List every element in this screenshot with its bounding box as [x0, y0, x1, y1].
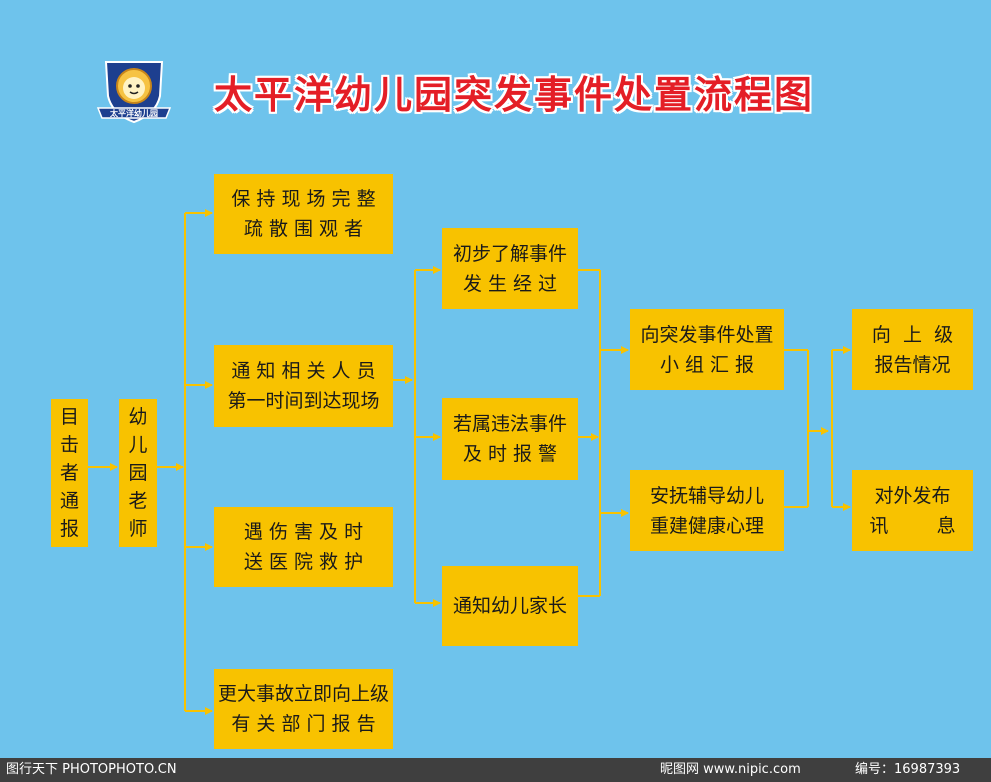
node-report-superior: 向 上 级 报告情况	[852, 309, 973, 390]
node-text: 重建健康心理	[649, 514, 764, 537]
node-report-group: 向突发事件处置 小 组 汇 报	[630, 309, 784, 390]
watermark-site: 昵图网 www.nipic.com	[660, 762, 801, 777]
node-text: 第一时间到达现场	[227, 390, 380, 412]
node-text: 有 关 部 门 报 告	[231, 713, 376, 735]
node-report-up: 更大事故立即向上级 有 关 部 门 报 告	[214, 669, 393, 749]
node-teacher-char: 儿	[128, 434, 148, 456]
node-notify-staff: 通 知 相 关 人 员 第一时间到达现场	[214, 345, 393, 427]
node-text: 及 时 报 警	[462, 443, 558, 465]
node-text: 对外发布	[874, 484, 951, 507]
lion-shield-logo: 太平洋幼儿园	[96, 61, 172, 124]
node-protect-scene: 保 持 现 场 完 整 疏 散 围 观 者	[214, 174, 393, 254]
node-teacher-char: 幼	[128, 406, 148, 428]
node-text: 送 医 院 救 护	[243, 551, 364, 573]
node-witness-char: 通	[59, 490, 79, 512]
node-witness-char: 目	[59, 406, 79, 428]
node-text: 通 知 相 关 人 员	[231, 360, 376, 382]
node-text: 安抚辅导幼儿	[649, 484, 764, 507]
node-witness-char: 报	[59, 518, 79, 540]
node-comfort-child: 安抚辅导幼儿 重建健康心理	[630, 470, 784, 551]
node-text: 保 持 现 场 完 整	[231, 188, 376, 210]
node-notify-parents: 通知幼儿家长	[442, 566, 578, 646]
watermark-left: 图行天下 PHOTOPHOTO.CN	[6, 762, 177, 777]
node-text: 向 上 级	[871, 323, 954, 346]
node-publish-info: 对外发布 讯 息	[852, 470, 973, 551]
watermark-id: 编号：16987393	[855, 762, 961, 777]
node-text: 通知幼儿家长	[452, 595, 567, 617]
node-send-hospital: 遇 伤 害 及 时 送 医 院 救 护	[214, 507, 393, 587]
node-witness: 目 击 者 通 报	[51, 399, 88, 547]
node-text: 发 生 经 过	[462, 272, 558, 295]
node-witness-char: 者	[59, 462, 79, 484]
node-text: 遇 伤 害 及 时	[243, 521, 364, 543]
node-text: 向突发事件处置	[640, 323, 774, 346]
node-text: 更大事故立即向上级	[217, 683, 389, 705]
page-title: 太平洋幼儿园突发事件处置流程图	[214, 73, 815, 117]
node-text: 若属违法事件	[452, 413, 567, 435]
node-text: 报告情况	[874, 353, 951, 376]
node-call-police: 若属违法事件 及 时 报 警	[442, 398, 578, 480]
logo-text: 太平洋幼儿园	[109, 108, 158, 118]
node-witness-char: 击	[59, 434, 79, 456]
node-teacher-char: 老	[128, 490, 148, 512]
node-text: 小 组 汇 报	[659, 353, 755, 376]
watermark-bar: 图行天下 PHOTOPHOTO.CN 昵图网 www.nipic.com 编号：…	[0, 758, 991, 782]
node-text: 讯 息	[869, 514, 956, 537]
node-text: 初步了解事件	[452, 242, 567, 265]
node-teacher-char: 园	[128, 462, 148, 484]
node-teacher-char: 师	[128, 518, 148, 540]
node-teacher: 幼 儿 园 老 师	[119, 399, 157, 547]
node-text: 疏 散 围 观 者	[243, 218, 364, 240]
node-learn-event: 初步了解事件 发 生 经 过	[442, 228, 578, 309]
